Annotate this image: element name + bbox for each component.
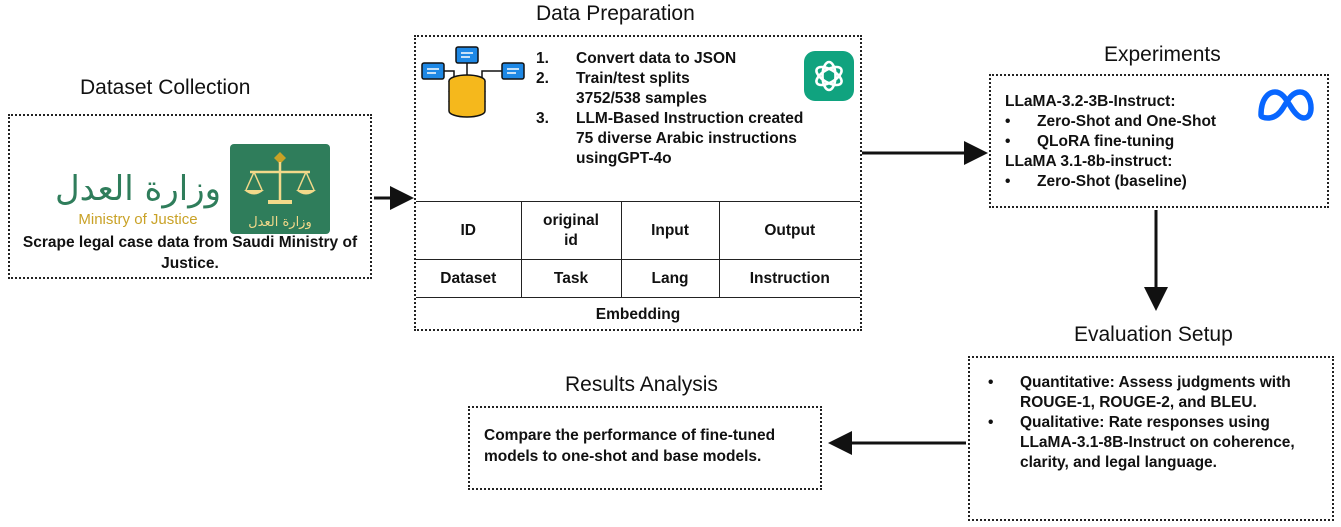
evaluation-setup-box: Quantitative: Assess judgments with ROUG… [968,356,1334,521]
experiments-title: Experiments [1104,43,1221,66]
dataset-collection-box: وزارة العدل Ministry of Justice وزارة ال… [8,114,372,279]
step-text: Convert data to JSON [576,50,737,67]
evaluation-setup-title: Evaluation Setup [1074,323,1233,346]
step-text-detail: usingGPT-4o [576,150,672,167]
table-cell: Instruction [718,259,860,298]
data-preparation-steps: 1. Convert data to JSON 2. Train/test sp… [536,49,803,169]
dataset-collection-title: Dataset Collection [80,76,251,99]
step-number: 1. [536,50,549,67]
list-item: Zero-Shot and One-Shot [1005,112,1216,132]
table-cell: Input [620,201,720,260]
step-number: 3. [536,110,549,127]
table-cell: ID [416,201,522,260]
step-text-detail: 75 diverse Arabic instructions [576,130,797,147]
openai-icon [804,51,854,101]
step-text-detail: 3752/538 samples [576,90,707,107]
table-cell: Dataset [416,259,522,298]
data-schema-table: ID original id Input Output Dataset Task… [416,201,860,332]
results-analysis-title: Results Analysis [565,373,718,396]
dataset-collection-description: Scrape legal case data from Saudi Minist… [22,234,358,272]
experiments-box: LLaMA-3.2-3B-Instruct: Zero-Shot and One… [989,74,1329,208]
logo-arabic-text: وزارة العدل [55,169,221,209]
ministry-of-justice-logo: وزارة العدل Ministry of Justice وزارة ال… [55,144,330,234]
list-item: QLoRA fine-tuning [1005,132,1216,152]
meta-logo-icon [1258,89,1314,121]
table-row: ID original id Input Output [416,201,860,260]
results-analysis-box: Compare the performance of fine-tuned mo… [468,406,822,490]
table-cell: Embedding [416,297,860,332]
model-name: LLaMA 3.1-8b-instruct: [1005,153,1173,170]
database-icon [421,46,525,118]
list-item: Quantitative: Assess judgments with ROUG… [988,373,1318,413]
logo-english-text: Ministry of Justice [78,211,197,228]
emblem-arabic-text: وزارة العدل [248,215,312,230]
step-text: LLM-Based Instruction created [576,110,804,127]
step-item: 1. Convert data to JSON [536,49,803,69]
table-row: Dataset Task Lang Instruction [416,259,860,298]
data-preparation-box: 1. Convert data to JSON 2. Train/test sp… [414,35,862,332]
results-analysis-description: Compare the performance of fine-tuned mo… [484,427,776,465]
step-item: 2. Train/test splits 3752/538 samples [536,69,803,109]
step-number: 2. [536,70,549,87]
data-preparation-title: Data Preparation [536,2,695,25]
list-item: Zero-Shot (baseline) [1005,172,1216,192]
step-item: 3. LLM-Based Instruction created 75 dive… [536,109,803,169]
table-cell: original id [520,201,622,260]
step-text: Train/test splits [576,70,690,87]
table-row: Embedding [416,297,860,332]
model-name: LLaMA-3.2-3B-Instruct: [1005,93,1176,110]
list-item: Qualitative: Rate responses using LLaMA-… [988,413,1318,473]
